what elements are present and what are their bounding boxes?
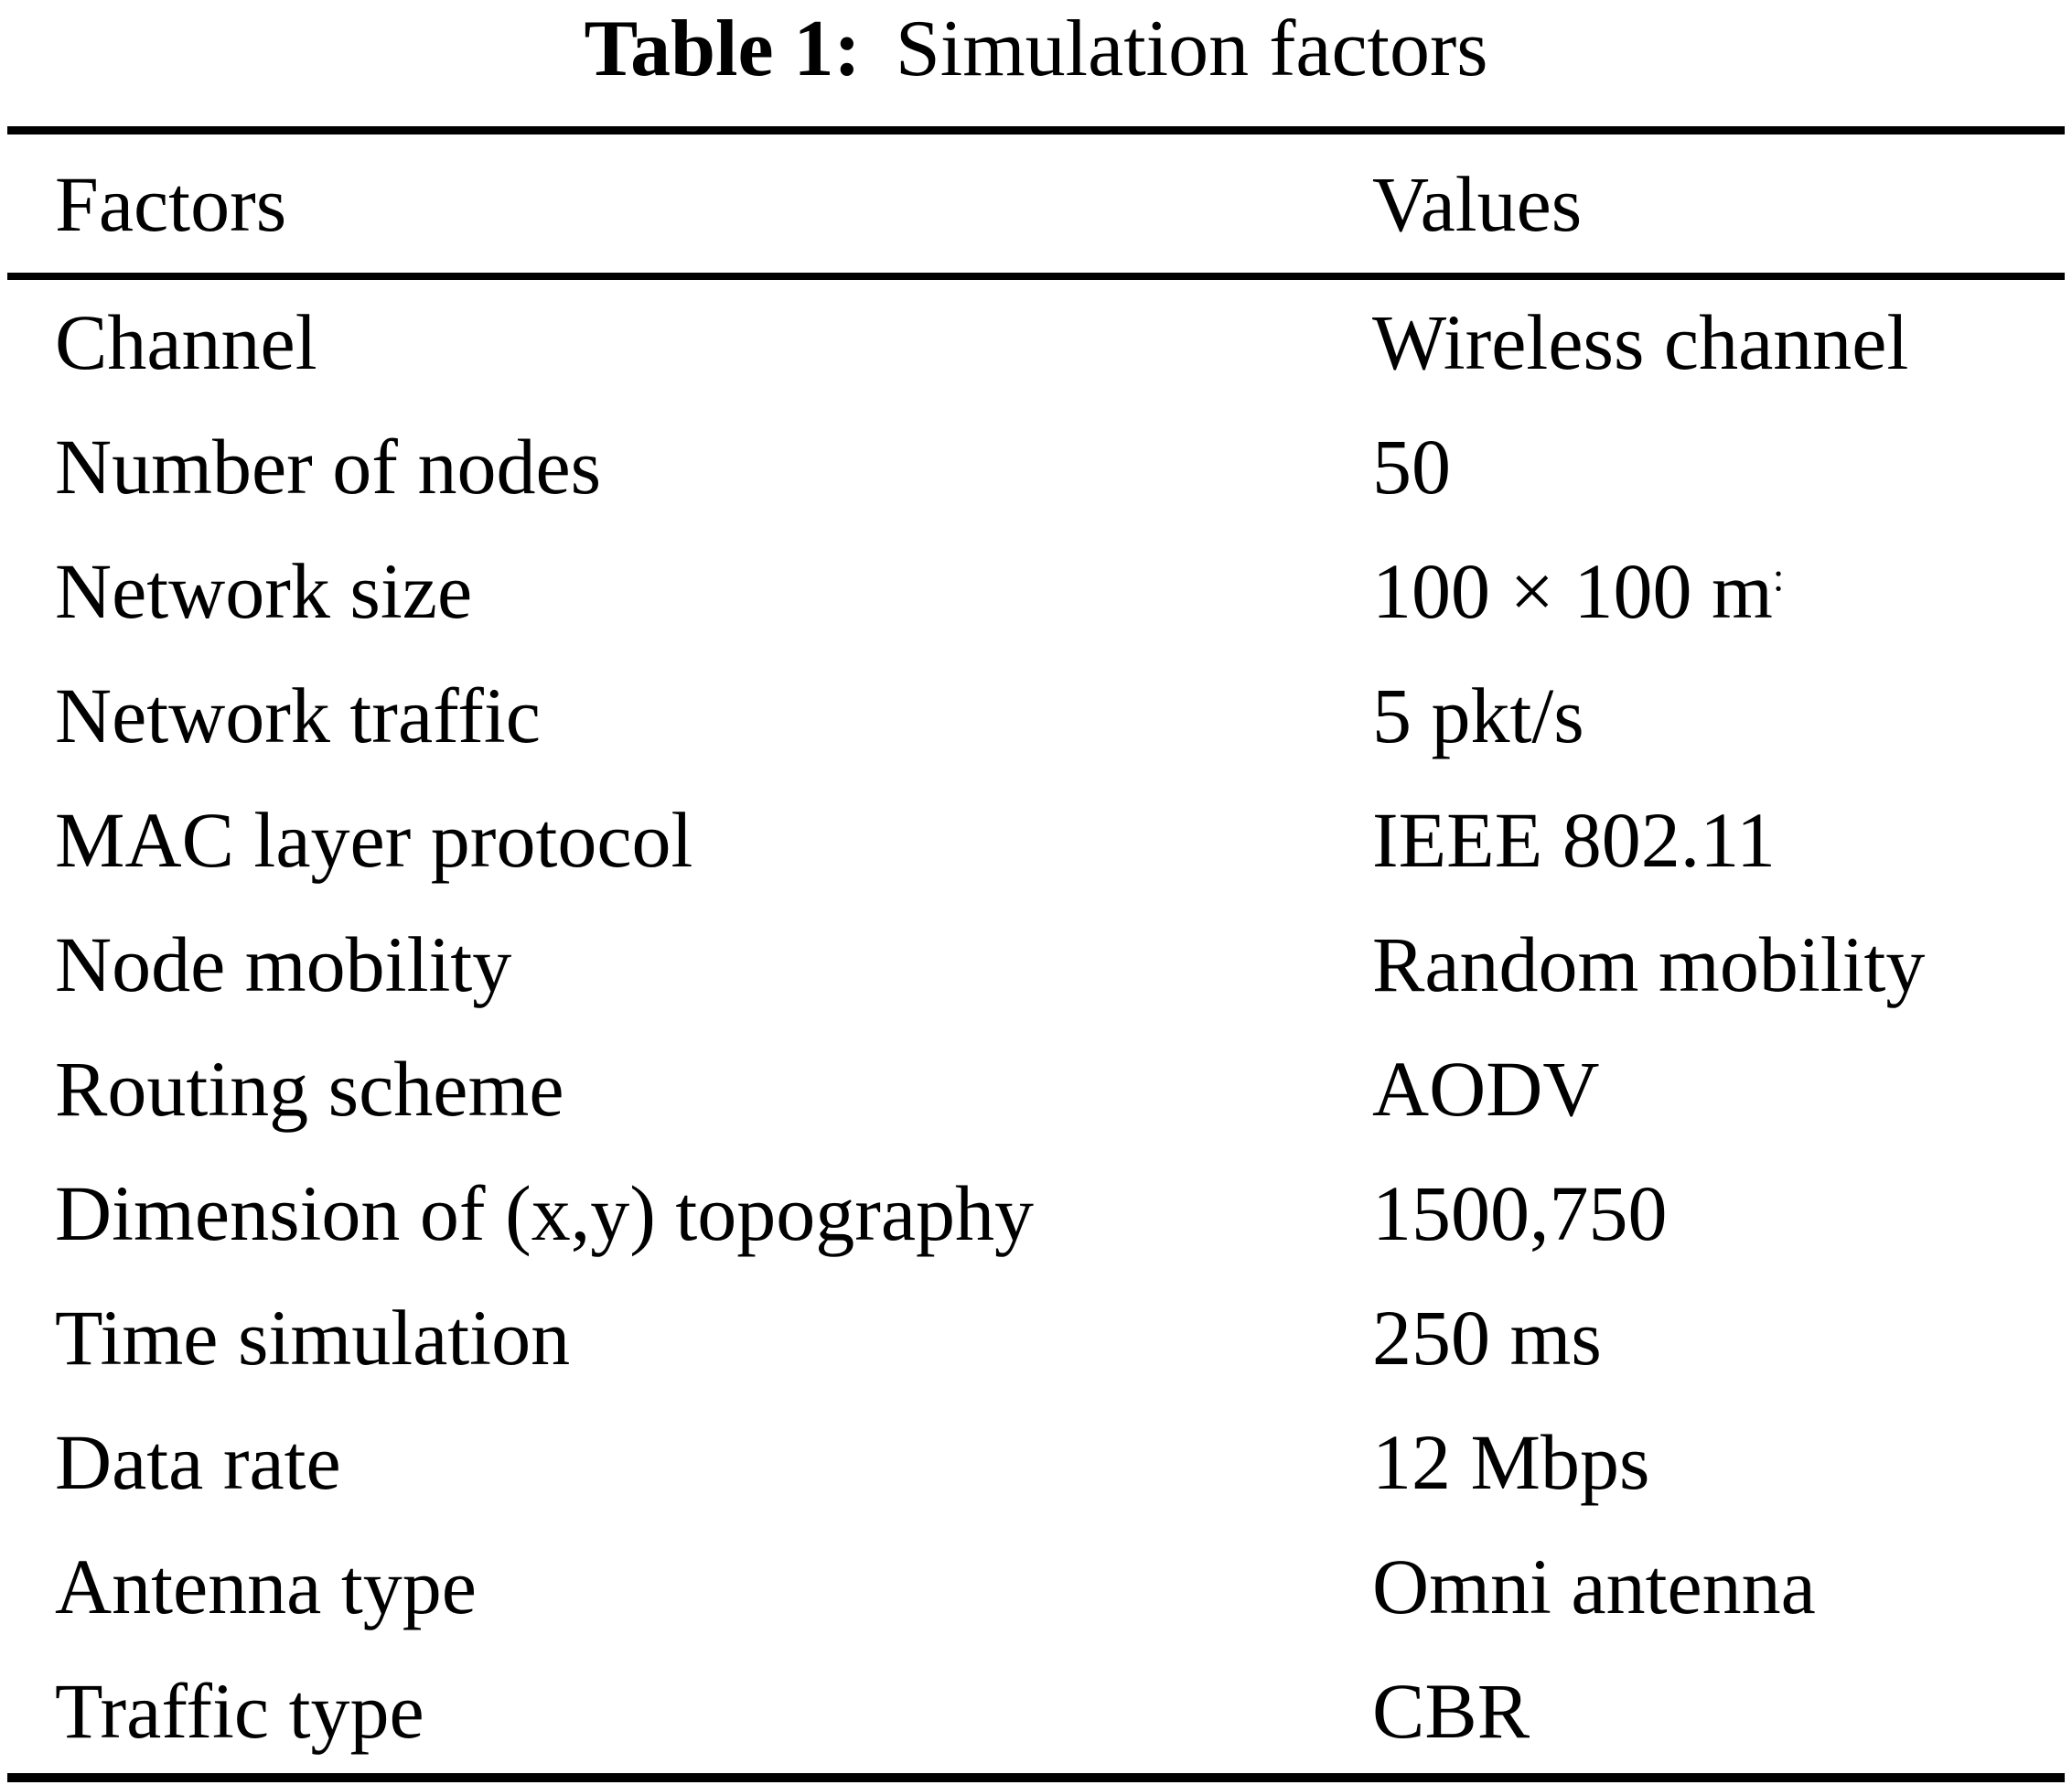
value-cell: 5 pkt/s [1372, 670, 2072, 761]
factor-cell: Channel [55, 298, 317, 386]
table-caption-label: Table 1: [584, 4, 861, 93]
table-row: Number of nodes 50 [0, 404, 2072, 529]
table-caption: Table 1: Simulation factors [0, 0, 2072, 97]
value-text: Random mobility [1372, 920, 1926, 1008]
value-text: CBR [1372, 1667, 1530, 1755]
value-text: 12 Mbps [1372, 1418, 1650, 1506]
table-row: Antenna type Omni antenna [0, 1524, 2072, 1649]
factor-cell: Traffic type [55, 1667, 424, 1755]
value-text: Wireless channel [1372, 298, 1909, 386]
column-header-factors: Factors [55, 159, 287, 248]
table-bottom-rule [7, 1773, 2065, 1782]
value-cell: Random mobility [1372, 919, 2072, 1010]
value-superscript: : [1772, 554, 1785, 600]
value-text: 50 [1372, 423, 1451, 511]
table-row: Network size 100 × 100 m: [0, 529, 2072, 653]
factor-cell: Data rate [55, 1418, 341, 1506]
value-cell: Omni antenna [1372, 1541, 2072, 1632]
table-header-row: Factors Values [0, 134, 2072, 273]
table-row: Channel Wireless channel [0, 280, 2072, 404]
value-cell: IEEE 802.11 [1372, 794, 2072, 886]
factor-cell: Network size [55, 547, 473, 635]
value-cell: 100 × 100 m: [1372, 545, 2072, 637]
value-text: 100 × 100 m [1372, 547, 1773, 635]
table-row: Dimension of (x,y) topography 1500,750 [0, 1151, 2072, 1275]
factor-cell: Antenna type [55, 1543, 477, 1630]
value-cell: CBR [1372, 1665, 2072, 1757]
value-cell: 12 Mbps [1372, 1416, 2072, 1508]
table-row: Routing scheme AODV [0, 1027, 2072, 1151]
factor-cell: Network traffic [55, 672, 541, 759]
value-text: 5 pkt/s [1372, 672, 1584, 759]
value-cell: 1500,750 [1372, 1167, 2072, 1259]
table-row: Network traffic 5 pkt/s [0, 653, 2072, 778]
factor-cell: Routing scheme [55, 1045, 564, 1133]
table-caption-title: Simulation factors [895, 4, 1488, 93]
table-top-rule [7, 126, 2065, 134]
value-text: 250 ms [1372, 1294, 1602, 1382]
factor-cell: Node mobility [55, 920, 512, 1008]
factor-cell: MAC layer protocol [55, 796, 693, 884]
factor-cell: Dimension of (x,y) topography [55, 1169, 1035, 1257]
value-text: Omni antenna [1372, 1543, 1816, 1630]
value-text: IEEE 802.11 [1372, 796, 1777, 884]
table-row: Node mobility Random mobility [0, 902, 2072, 1027]
table-header-rule [7, 273, 2065, 280]
value-cell: Wireless channel [1372, 296, 2072, 388]
value-cell: AODV [1372, 1043, 2072, 1134]
factor-cell: Number of nodes [55, 423, 602, 511]
value-text: AODV [1372, 1045, 1600, 1133]
column-header-values: Values [1372, 159, 1583, 248]
table-body: Channel Wireless channel Number of nodes… [0, 280, 2072, 1773]
table-row: MAC layer protocol IEEE 802.11 [0, 778, 2072, 902]
table-row: Data rate 12 Mbps [0, 1400, 2072, 1524]
value-cell: 50 [1372, 421, 2072, 512]
table-row: Traffic type CBR [0, 1649, 2072, 1773]
value-text: 1500,750 [1372, 1169, 1668, 1257]
table-row: Time simulation 250 ms [0, 1275, 2072, 1400]
factor-cell: Time simulation [55, 1294, 571, 1382]
value-cell: 250 ms [1372, 1292, 2072, 1383]
